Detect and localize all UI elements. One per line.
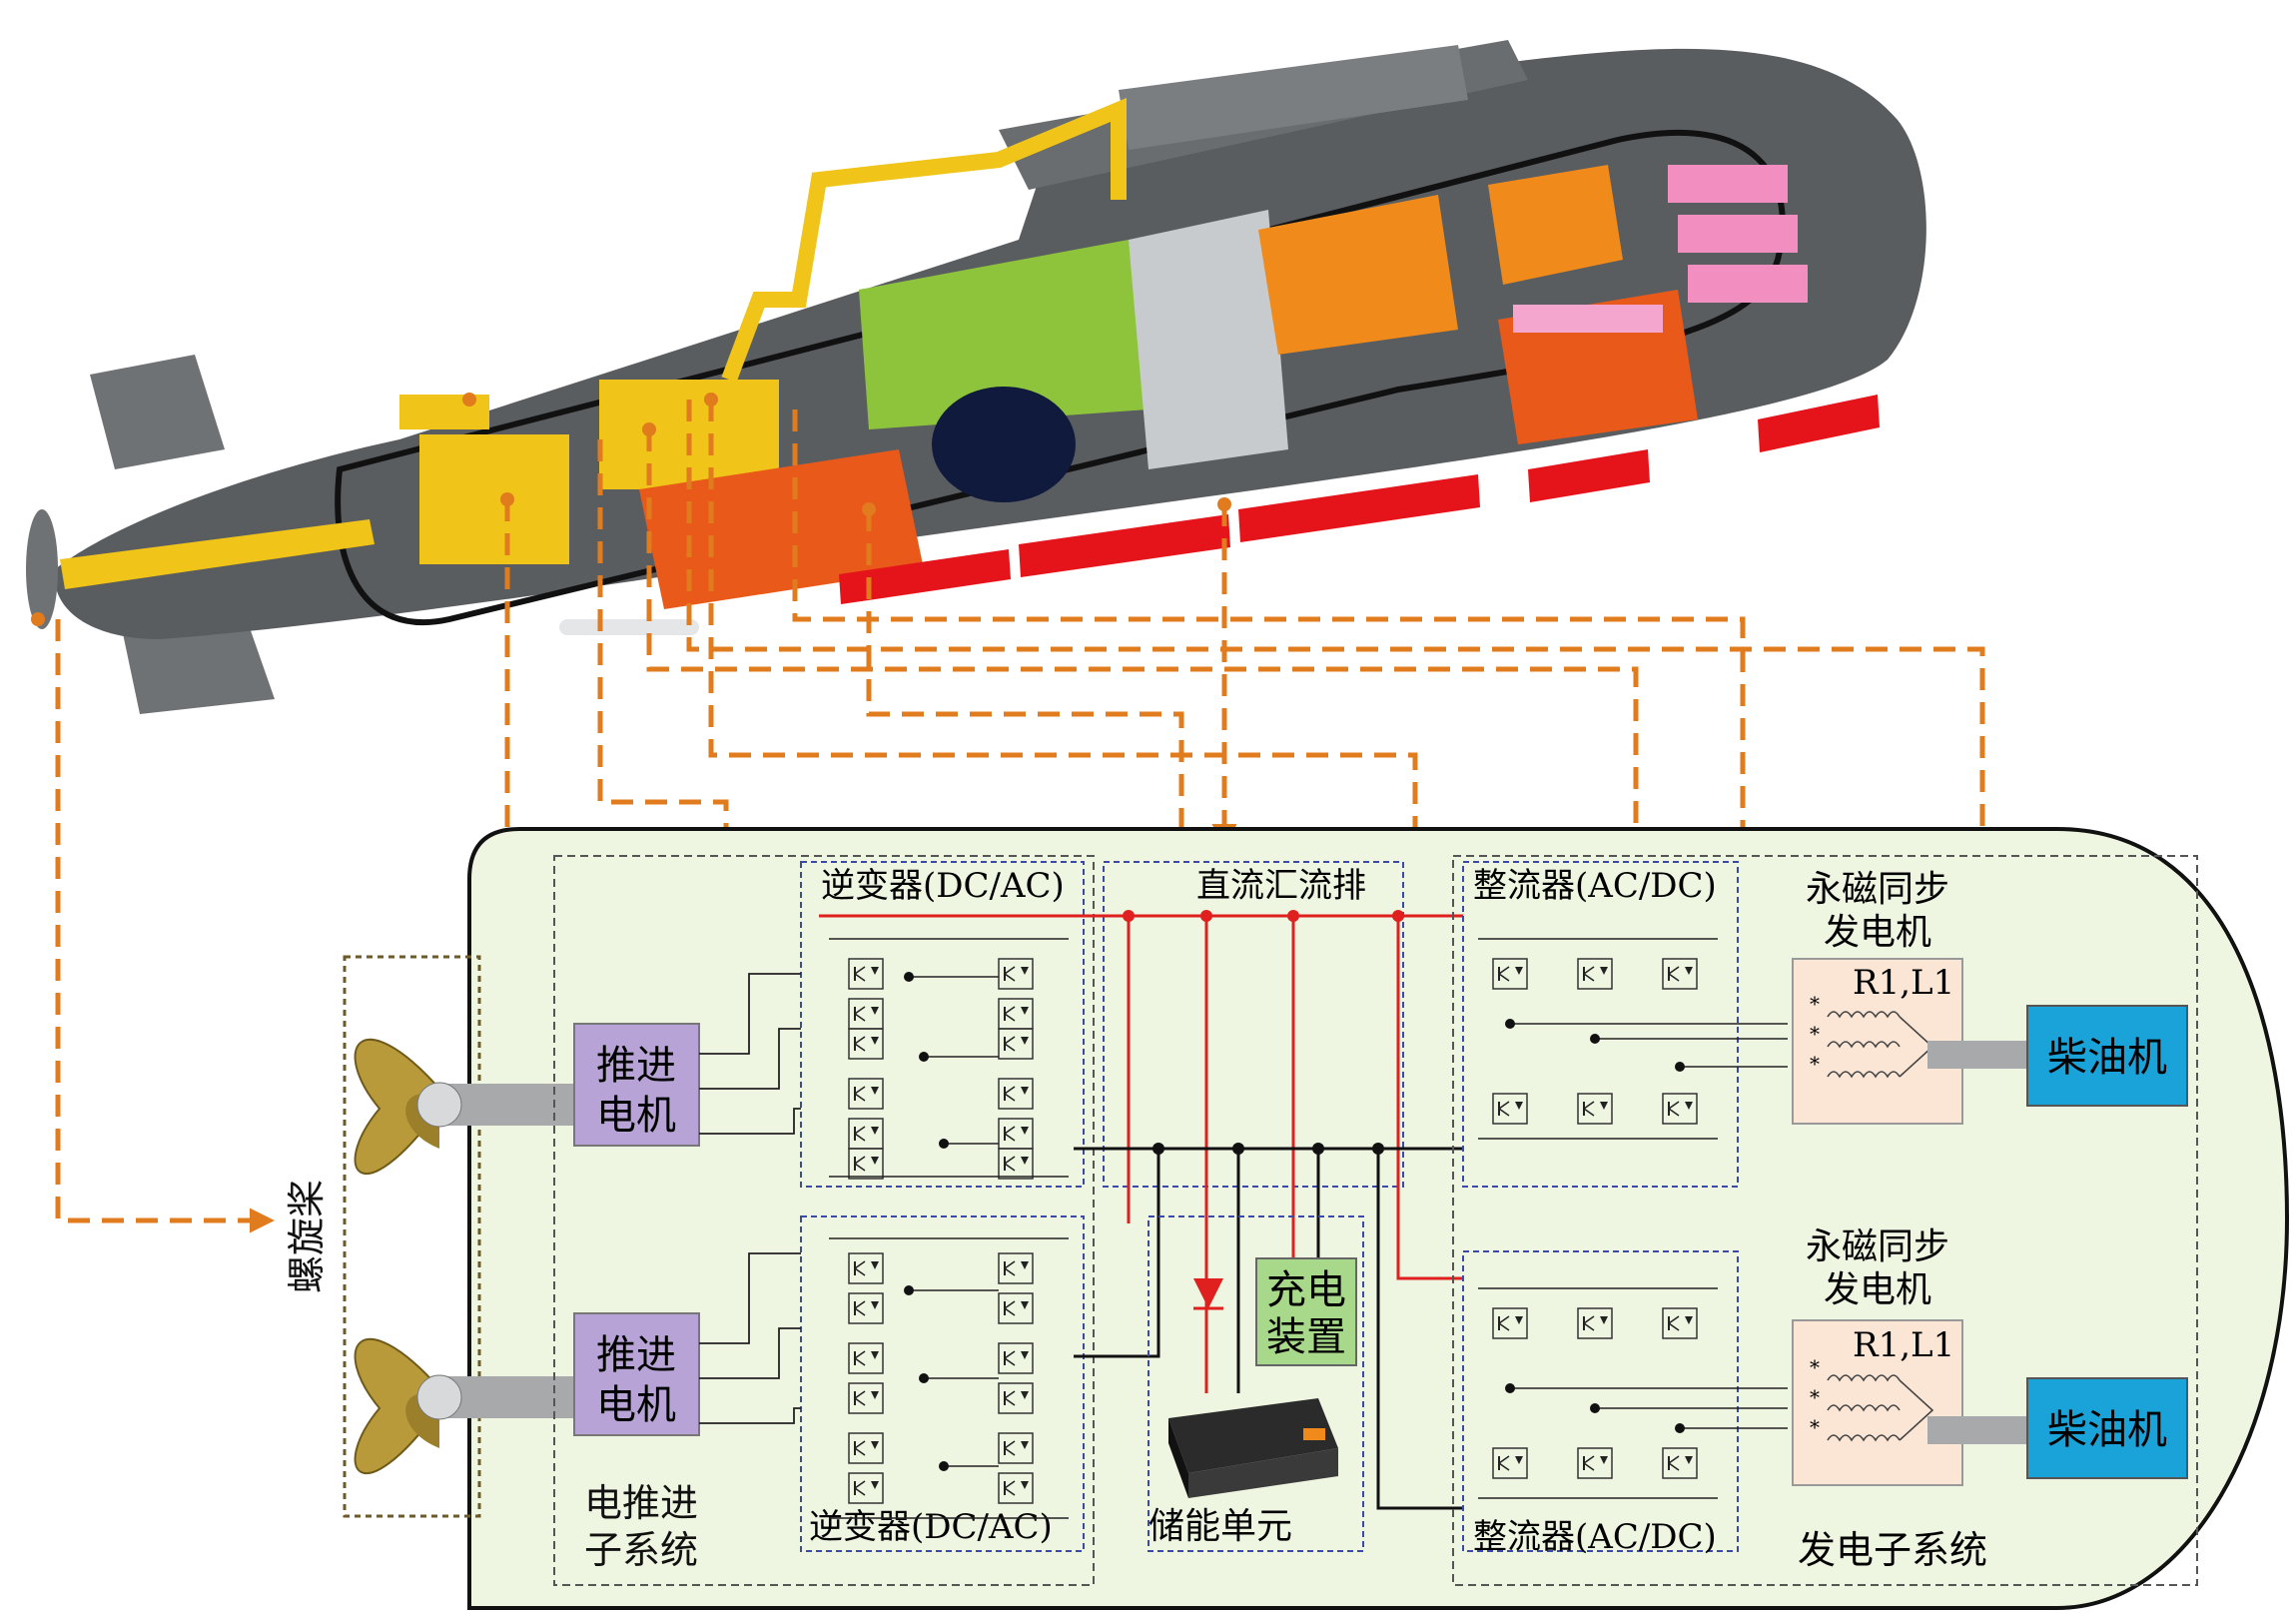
propeller-box <box>343 955 481 1518</box>
battery-icon <box>1168 1398 1338 1498</box>
dc-bus-positive <box>819 914 1463 1393</box>
arrow-diesel-top <box>686 400 2032 1034</box>
svg-text:柴油机: 柴油机 <box>2047 1035 2167 1081</box>
generator-top: 永磁同步 发电机 R1,L1 * * * <box>1792 869 1963 1125</box>
generator-shaft-bottom <box>1927 1416 2032 1444</box>
propulsion-subsystem-label: 电推进子系统 <box>584 1481 698 1572</box>
connection-dots <box>31 393 1231 626</box>
svg-text:整流器(AC/DC): 整流器(AC/DC) <box>1473 866 1717 906</box>
svg-text:*: * <box>1810 992 1820 1016</box>
svg-text:R1,L1: R1,L1 <box>1853 963 1954 1003</box>
submarine-illustration <box>26 40 1926 714</box>
storage-unit-label: 储能单元 <box>1148 1506 1292 1547</box>
svg-text:装置: 装置 <box>1266 1314 1346 1360</box>
svg-text:发电机: 发电机 <box>1824 912 1931 953</box>
svg-text:*: * <box>1810 1022 1820 1046</box>
motor-wiring <box>699 973 801 1424</box>
propulsion-subsystem-box <box>553 855 1095 1586</box>
dark-tank <box>932 387 1076 502</box>
svg-text:永磁同步: 永磁同步 <box>1806 869 1949 910</box>
svg-text:充电: 充电 <box>1266 1267 1346 1313</box>
svg-text:整流器(AC/DC): 整流器(AC/DC) <box>1473 1517 1717 1557</box>
dc-busbar-box <box>1103 861 1404 1188</box>
storage-unit-box <box>1148 1215 1364 1552</box>
sub-propeller <box>26 509 58 629</box>
propeller-shaft <box>60 519 375 589</box>
upper-tail-fin <box>90 355 225 469</box>
svg-text:*: * <box>1810 1052 1820 1076</box>
svg-text:推进: 推进 <box>596 1043 676 1089</box>
svg-text:*: * <box>1810 1415 1820 1439</box>
propulsion-motor: 推进 电机 <box>573 1312 700 1436</box>
svg-text:永磁同步: 永磁同步 <box>1806 1226 1949 1267</box>
green-compartment <box>859 240 1148 429</box>
charger: 充电 装置 <box>1255 1257 1357 1366</box>
rectifier-bottom: 整流器(AC/DC) <box>1462 1250 1788 1557</box>
inverter-bottom: 逆变器(DC/AC) <box>800 1215 1085 1552</box>
pink-block <box>1668 165 1788 203</box>
rectifier-top: 整流器(AC/DC) <box>1462 861 1788 1188</box>
svg-text:逆变器(DC/AC): 逆变器(DC/AC) <box>821 866 1065 906</box>
propulsion-motor-block <box>419 434 569 564</box>
generation-subsystem-label: 发电子系统 <box>1798 1528 1987 1572</box>
svg-text:*: * <box>1810 1385 1820 1409</box>
diode-icon <box>1193 1278 1223 1308</box>
diesel-engine-bottom: 柴油机 <box>2026 1377 2188 1479</box>
inverter-top: 逆变器(DC/AC) <box>800 861 1085 1188</box>
svg-text:逆变器(DC/AC): 逆变器(DC/AC) <box>809 1507 1053 1547</box>
svg-text:R1,L1: R1,L1 <box>1853 1325 1954 1365</box>
svg-text:电机: 电机 <box>596 1382 676 1428</box>
svg-text:推进: 推进 <box>596 1332 676 1378</box>
control-compartment <box>1129 210 1288 469</box>
svg-text:发电机: 发电机 <box>1824 1269 1931 1310</box>
generator-bottom: 永磁同步 发电机 R1,L1 * * * <box>1792 1226 1963 1486</box>
propulsion-motor: 推进 电机 <box>573 1023 700 1147</box>
dc-bus-negative <box>1074 1147 1463 1510</box>
svg-text:电机: 电机 <box>596 1093 676 1139</box>
dc-busbar-label: 直流汇流排 <box>1196 866 1366 906</box>
generation-subsystem-box <box>1452 855 2198 1586</box>
diesel-engine-top: 柴油机 <box>2026 1005 2188 1107</box>
propeller-label: 螺旋桨 <box>285 1180 329 1293</box>
generator-shaft-top <box>1927 1041 2032 1069</box>
svg-text:*: * <box>1810 1355 1820 1379</box>
svg-text:柴油机: 柴油机 <box>2047 1407 2167 1453</box>
battery-group-mid <box>1258 195 1458 355</box>
